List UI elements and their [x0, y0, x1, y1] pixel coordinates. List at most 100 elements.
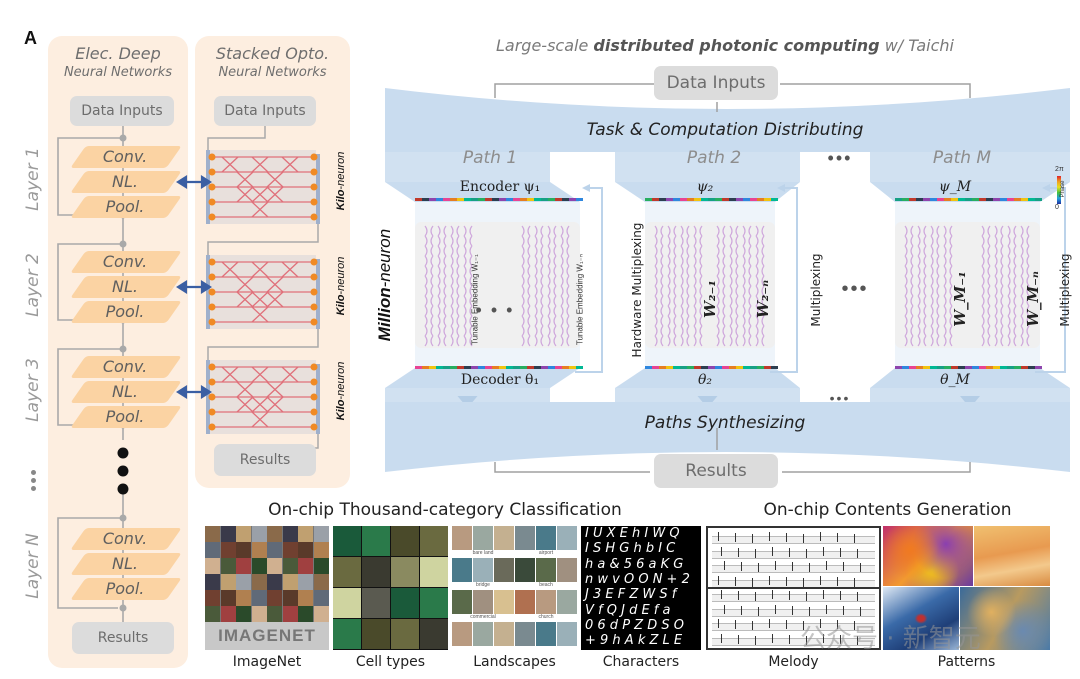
imagenet-tile	[282, 542, 298, 558]
phase-min: 0	[1055, 204, 1059, 211]
million-rest: -neuron	[375, 228, 394, 288]
imagenet-tile	[267, 542, 282, 558]
decoder-1: Decoder θ₁	[460, 372, 540, 388]
input-port	[208, 183, 216, 191]
staff-line	[712, 550, 875, 559]
character-row: n w v O O N + 2	[585, 571, 690, 587]
path-footer-3	[870, 388, 1070, 402]
note	[809, 563, 810, 572]
character-row: h a & 5 6 a K G	[585, 556, 684, 572]
phase-pixel	[548, 366, 555, 369]
phase-pixel	[443, 366, 450, 369]
phase-pixel	[694, 198, 701, 201]
phase-pixel	[666, 366, 673, 369]
phase-pixel	[457, 198, 464, 201]
decoder-m: θ_M	[940, 372, 970, 388]
imagenet-tile	[298, 558, 313, 574]
phase-pixel	[436, 366, 443, 369]
cell-tile	[333, 588, 361, 618]
w2-last-label: W₂₋ₙ	[754, 279, 772, 319]
phase-pixel	[951, 198, 958, 201]
imagenet-tile	[205, 526, 220, 542]
landscape-tile	[557, 526, 577, 550]
layer-2-ops: Conv. NL. Pool.	[70, 251, 182, 331]
character-row: + 9 h A k Z L E	[585, 633, 683, 649]
phase-pixel	[937, 366, 944, 369]
phase-pixel	[729, 366, 736, 369]
pool-op: Pool.	[105, 407, 145, 426]
imagenet-tile	[298, 526, 313, 542]
mzi-crossing	[266, 186, 284, 203]
imagenet-tile	[267, 590, 282, 606]
imagenet-tile	[298, 590, 313, 606]
phase-pixel	[680, 366, 687, 369]
character-row: J 3 E F Z W S f	[585, 587, 677, 603]
phase-pixel	[715, 198, 722, 201]
mux-loop-1	[575, 187, 603, 373]
kilo-bold: Kilo	[335, 399, 347, 421]
phase-pixel	[771, 198, 778, 201]
weight-mesh	[437, 225, 447, 347]
opto-data-inputs: Data Inputs	[214, 96, 316, 126]
note	[772, 590, 773, 599]
note	[724, 604, 725, 614]
encoder-funnel-3	[870, 182, 1070, 202]
phase-pixel	[930, 366, 937, 369]
phase-pixel	[429, 366, 436, 369]
phase-pixel	[569, 366, 576, 369]
imagenet-tile	[205, 574, 220, 590]
imagenet-tile	[267, 558, 282, 574]
layer-n-ops: Conv. NL. Pool.	[70, 528, 182, 608]
imagenet-tile	[267, 574, 282, 590]
phase-pixel	[965, 198, 972, 201]
distribute-banner	[385, 88, 1070, 152]
mzi-crossing	[266, 396, 284, 413]
weight-mesh	[450, 225, 460, 347]
layer-ellipsis-dots	[31, 470, 37, 491]
imagenet-tile	[220, 542, 236, 558]
mzi-crossing	[251, 291, 269, 308]
phase-pixel	[916, 198, 923, 201]
melody-divider	[708, 587, 879, 589]
patterns-thumbnail	[883, 526, 1050, 650]
note	[735, 533, 736, 542]
label-cell-types: Cell types	[355, 654, 426, 670]
label-imagenet: ImageNet	[232, 654, 302, 670]
landscape-tile	[473, 622, 493, 646]
cell-tile	[333, 526, 361, 556]
output-port	[310, 258, 318, 266]
phase-pixel	[478, 366, 485, 369]
opto-mesh-stack	[206, 126, 320, 456]
mux-loop-3	[1035, 187, 1066, 373]
note	[775, 604, 776, 614]
phase-pixel	[1000, 198, 1007, 201]
phase-pixel	[513, 198, 520, 201]
cell-types-thumbnail	[333, 526, 448, 650]
note	[789, 634, 790, 644]
decoder-funnel-2	[615, 368, 800, 388]
phase-pixel	[1035, 366, 1042, 369]
landscape-tile	[473, 558, 493, 582]
taichi-data-inputs: Data Inputs	[654, 66, 778, 100]
million-neuron-label: Million-neuron	[375, 210, 395, 360]
weight-mesh	[547, 225, 557, 347]
label-landscapes: Landscapes	[473, 654, 556, 670]
phase-pixel	[1000, 366, 1007, 369]
phase-pixel	[492, 198, 499, 201]
imagenet-tile	[205, 606, 220, 622]
note	[792, 562, 793, 571]
phase-pixel	[513, 366, 520, 369]
landscape-tile	[536, 622, 556, 646]
phase-pixel	[659, 366, 666, 369]
note	[840, 634, 841, 644]
note	[769, 619, 770, 628]
phase-pixel	[909, 366, 916, 369]
note	[741, 605, 742, 615]
taichi-title: Large-scale distributed photonic computi…	[380, 36, 1070, 55]
weight-mesh	[667, 225, 677, 347]
imagenet-tile	[313, 558, 329, 574]
phase-pixel	[576, 366, 583, 369]
landscape-tile	[557, 590, 577, 614]
phase-pixel	[478, 198, 485, 201]
